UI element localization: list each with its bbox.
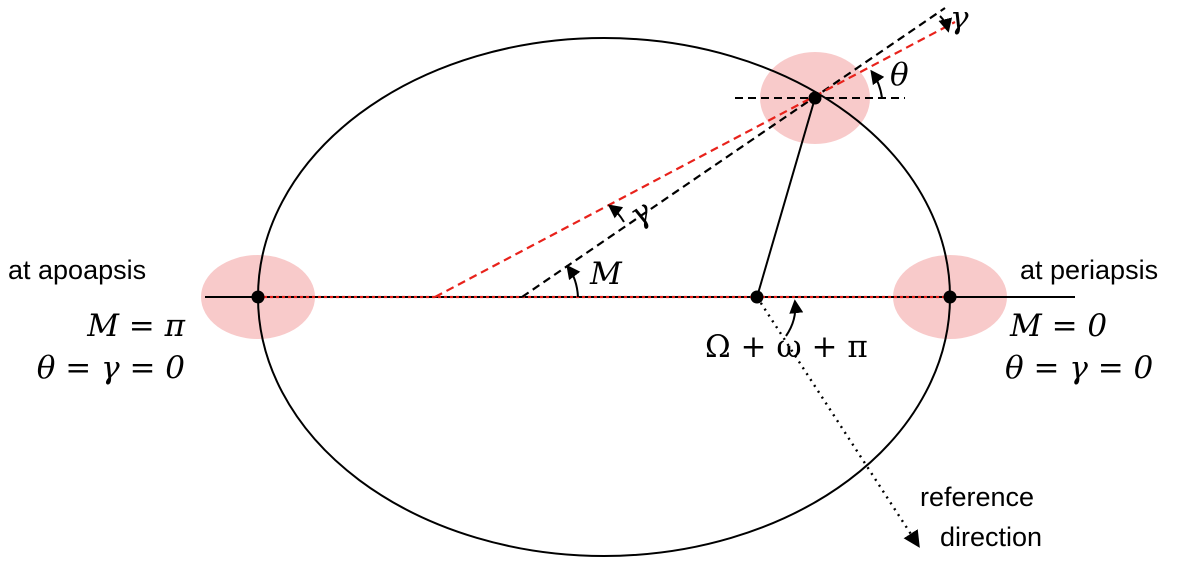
angle-gamma-inner-arc <box>607 204 625 223</box>
angle-theta-label: θ <box>890 57 909 93</box>
red-direction-line <box>434 21 956 298</box>
reference-label-line1: reference <box>920 482 1034 512</box>
body-point <box>808 91 822 105</box>
angle-M-label: M <box>589 256 623 292</box>
periapsis-theta-label: θ = γ = 0 <box>1005 350 1153 386</box>
periapsis-M-label: M = 0 <box>1009 308 1107 344</box>
angle-gamma-outer-label: γ <box>950 0 969 36</box>
reference-direction-arrow <box>755 296 920 548</box>
angle-gamma-outer-arc <box>938 15 953 33</box>
focus-point <box>750 290 764 304</box>
periapsis-label: at periapsis <box>1020 255 1158 285</box>
apoapsis-label: at apoapsis <box>8 255 146 285</box>
angle-M-arc <box>566 264 581 298</box>
angle-gamma-inner-label: γ <box>623 193 659 234</box>
reference-label-line2: direction <box>940 522 1042 552</box>
angle-reference-arc <box>785 299 804 337</box>
angle-theta-arc <box>870 69 885 99</box>
angle-reference-label: Ω + ω + π <box>705 329 868 365</box>
apoapsis-M-label: M = π <box>86 308 185 344</box>
apoapsis-point <box>251 290 265 304</box>
radius-line <box>756 97 816 298</box>
periapsis-point <box>943 290 957 304</box>
mean-anomaly-line <box>521 7 946 298</box>
apoapsis-theta-label: θ = γ = 0 <box>37 350 185 386</box>
